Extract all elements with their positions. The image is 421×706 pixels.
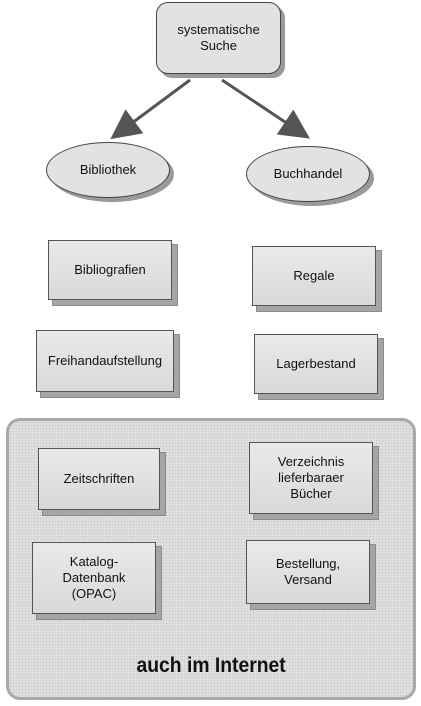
root-label: systematische Suche — [177, 21, 260, 53]
box-bibliografien: Bibliografien — [48, 240, 172, 300]
root-node: systematische Suche — [156, 2, 281, 74]
branch-bibliothek: Bibliothek — [46, 142, 170, 198]
internet-region-label: auch im Internet — [136, 654, 286, 677]
label-bestellung: Bestellung, Versand — [275, 555, 341, 587]
label-freihandaufstellung: Freihandaufstellung — [47, 352, 163, 368]
branch-buchhandel: Buchhandel — [246, 146, 370, 202]
branch-label-bibliothek: Bibliothek — [79, 161, 137, 177]
box-freihandaufstellung: Freihandaufstellung — [36, 330, 174, 392]
internet-region-label-wrap: auch im Internet — [6, 646, 416, 686]
label-lagerbestand: Lagerbestand — [276, 355, 356, 371]
box-katalog-datenbank: Katalog- Datenbank (OPAC) — [32, 542, 156, 614]
arrow-to-buchhandel — [221, 78, 310, 139]
label-zeitschriften: Zeitschriften — [63, 470, 135, 486]
label-bibliografien: Bibliografien — [74, 261, 146, 277]
box-regale: Regale — [252, 246, 376, 306]
arrow-to-bibliothek — [110, 78, 191, 140]
branch-label-buchhandel: Buchhandel — [273, 165, 343, 181]
label-regale: Regale — [293, 267, 335, 283]
label-katalog-datenbank: Katalog- Datenbank (OPAC) — [62, 553, 126, 602]
box-lagerbestand: Lagerbestand — [254, 334, 378, 394]
label-verzeichnis: Verzeichnis lieferbaraer Bücher — [277, 453, 345, 502]
box-verzeichnis: Verzeichnis lieferbaraer Bücher — [249, 442, 373, 514]
box-zeitschriften: Zeitschriften — [38, 448, 160, 510]
box-bestellung: Bestellung, Versand — [246, 540, 370, 604]
